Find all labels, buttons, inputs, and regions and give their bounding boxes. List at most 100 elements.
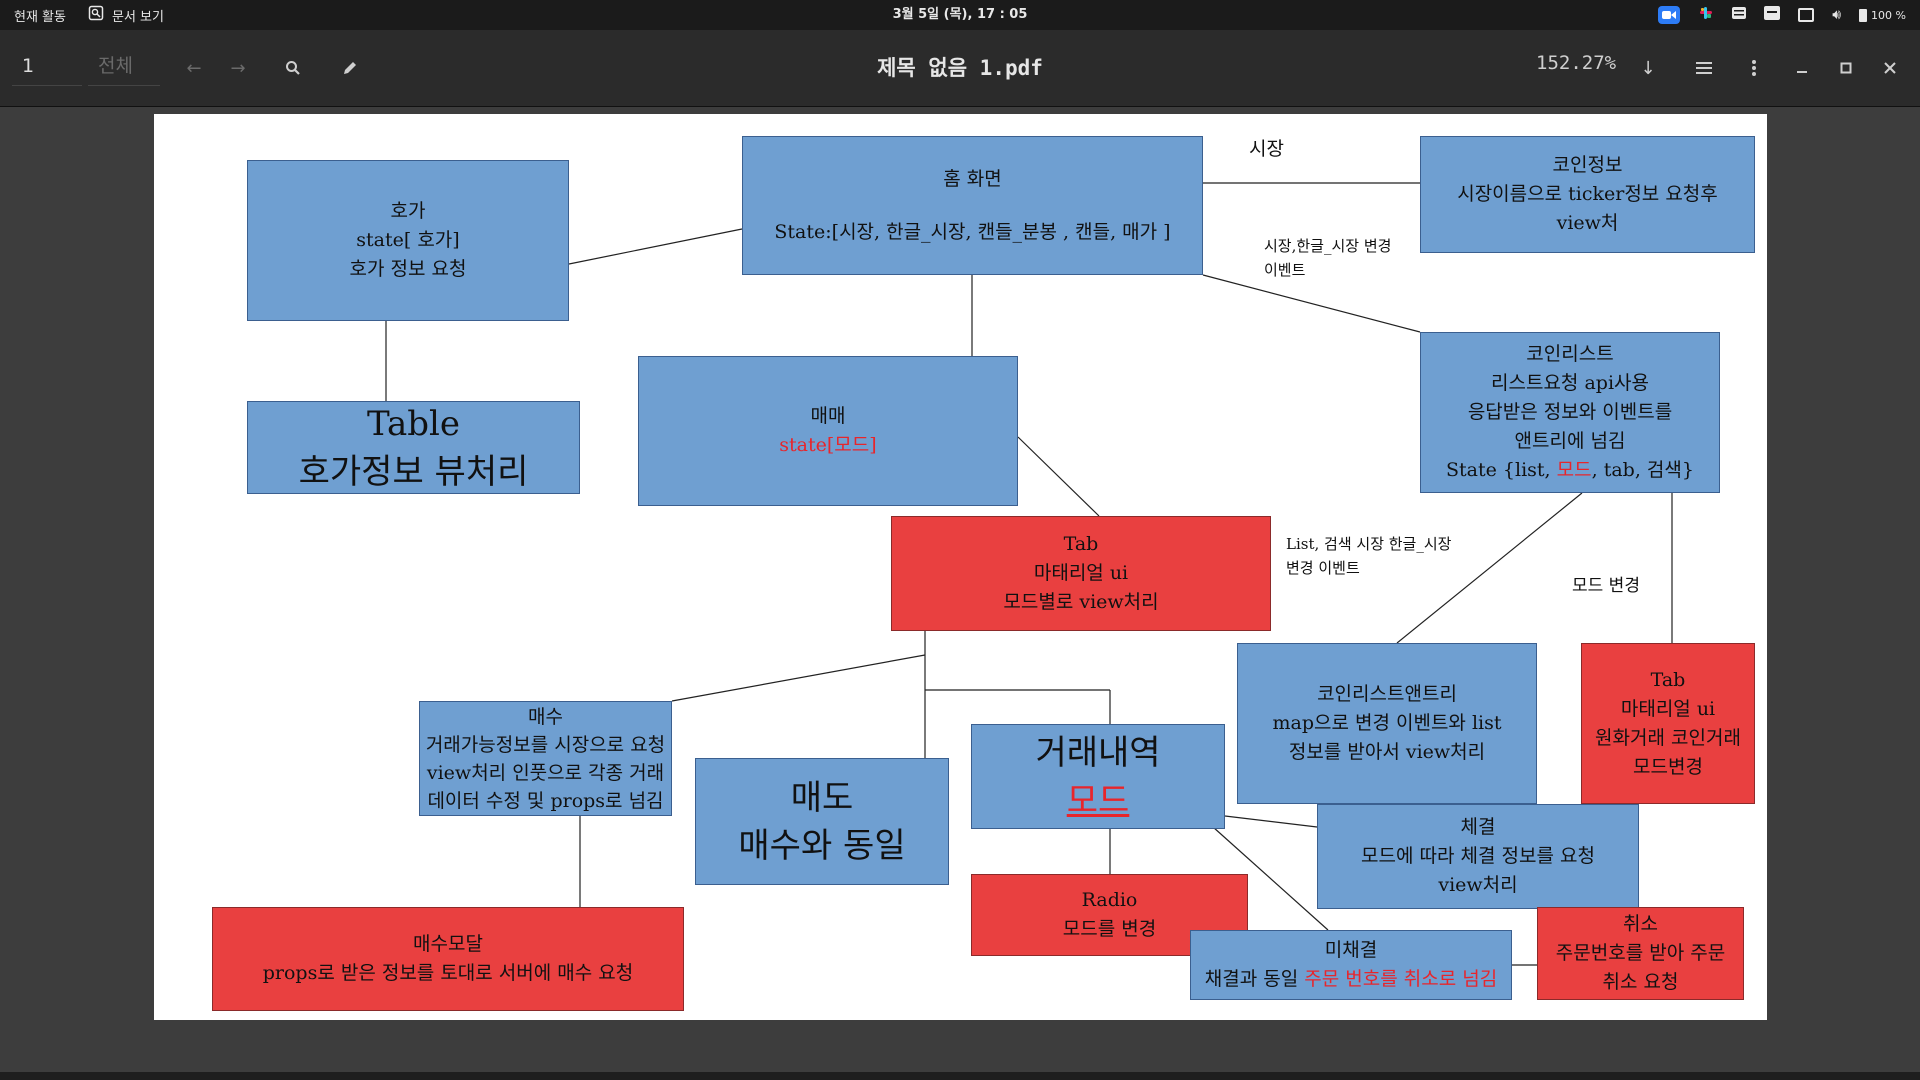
- sell-desc: 매수와 동일: [738, 825, 906, 866]
- coin-list-line3: 응답받은 정보와 이벤트를: [1467, 401, 1673, 423]
- coin-list-state: State {list, 모드, tab, 검색}: [1446, 456, 1694, 485]
- cancel-box: 취소 주문번호를 받아 주문 취소 요청: [1537, 907, 1744, 1000]
- tab-mode-title: Tab: [1650, 668, 1686, 691]
- radio-box: Radio 모드를 변경: [971, 874, 1248, 956]
- page-number-input[interactable]: 1: [12, 46, 82, 86]
- pdf-page: 홈 화면 State:[시장, 한글_시장, 캔들_분봉 , 캔들, 매가 ] …: [154, 114, 1767, 1020]
- unfilled-desc-b: 주문 번호를 취소로 넘김: [1304, 968, 1498, 990]
- radio-desc: 모드를 변경: [1062, 918, 1157, 940]
- orderbook-state: state[ 호가]: [356, 229, 460, 251]
- buy-modal-desc: props로 받은 정보를 토대로 서버에 매수 요청: [262, 962, 634, 984]
- filled-box: 체결 모드에 따라 체결 정보를 요청 view처리: [1317, 804, 1639, 909]
- orderbook-title: 호가: [390, 200, 426, 222]
- trade-box: 매매 state[모드]: [638, 356, 1018, 506]
- cancel-line2: 주문번호를 받아 주문: [1555, 942, 1726, 964]
- buy-line3: view처리 인풋으로 각종 거래: [426, 761, 665, 784]
- battery-icon: [1859, 8, 1868, 22]
- screen-icon[interactable]: [1798, 8, 1815, 22]
- more-options-icon[interactable]: [1738, 52, 1770, 84]
- buy-line2: 거래가능정보를 시장으로 요청: [425, 733, 666, 756]
- sell-title: 매도: [790, 777, 854, 818]
- next-page-icon[interactable]: →: [230, 57, 246, 79]
- list-event-label: List, 검색 시장 한글_시장 변경 이벤트: [1286, 532, 1451, 580]
- coin-list-line2: 리스트요청 api사용: [1491, 372, 1649, 394]
- minimize-icon[interactable]: [1786, 52, 1818, 84]
- coin-info-view: view처: [1556, 212, 1619, 234]
- viewer-toolbar: 1 전체 ← → 제목 없음 1.pdf 152.27% ↓: [0, 30, 1920, 107]
- filled-line3: view처리: [1438, 874, 1518, 896]
- coin-list-entry-box: 코인리스트앤트리 map으로 변경 이벤트와 list 정보를 받아서 view…: [1237, 643, 1537, 804]
- coin-list-entry-line3: 정보를 받아서 view처리: [1288, 741, 1486, 763]
- market-label: 시장: [1249, 138, 1284, 160]
- unfilled-title: 미채결: [1324, 939, 1378, 961]
- zoom-app-icon[interactable]: [1658, 6, 1681, 24]
- battery-percent: 100 %: [1871, 8, 1906, 22]
- radio-title: Radio: [1081, 889, 1138, 911]
- cancel-title: 취소: [1623, 913, 1658, 935]
- buy-modal-box: 매수모달 props로 받은 정보를 토대로 서버에 매수 요청: [212, 907, 684, 1011]
- hamburger-menu-icon[interactable]: [1688, 52, 1720, 84]
- home-state: State:[시장, 한글_시장, 캔들_분봉 , 캔들, 매가 ]: [774, 220, 1171, 243]
- coin-list-entry-line2: map으로 변경 이벤트와 list: [1272, 712, 1502, 734]
- buy-box: 매수 거래가능정보를 시장으로 요청 view처리 인풋으로 각종 거래 데이터…: [419, 701, 672, 816]
- table-box: Table 호가정보 뷰처리: [247, 401, 580, 494]
- tray-app-icon[interactable]: [1732, 7, 1747, 23]
- document-viewer-icon: [88, 5, 104, 25]
- annotate-pencil-icon[interactable]: [334, 52, 366, 84]
- tab-main-box: Tab 마태리얼 ui 모드별로 view처리: [891, 516, 1271, 631]
- coin-list-state-c: , tab, 검색}: [1591, 459, 1694, 481]
- zoom-level[interactable]: 152.27%: [1536, 52, 1617, 74]
- coin-info-desc: 시장이름으로 ticker정보 요청후: [1457, 183, 1718, 205]
- clock[interactable]: 3월 5일 (목), 17 : 05: [892, 7, 1028, 22]
- tab-mode-box: Tab 마태리얼 ui 원화거래 코인거래 모드변경: [1581, 643, 1755, 804]
- app-menu[interactable]: 문서 보기: [88, 5, 164, 25]
- activities-button[interactable]: 현재 활동: [14, 9, 66, 25]
- table-desc: 호가정보 뷰처리: [298, 451, 529, 492]
- orderbook-desc: 호가 정보 요청: [349, 258, 467, 280]
- history-box: 거래내역 모드: [971, 724, 1225, 829]
- buy-modal-title: 매수모달: [413, 933, 483, 955]
- previous-page-icon[interactable]: ←: [186, 57, 202, 79]
- coin-info-title: 코인정보: [1552, 154, 1623, 176]
- buy-title: 매수: [528, 705, 563, 728]
- slack-icon[interactable]: [1698, 5, 1714, 25]
- zoom-dropdown-arrow-icon[interactable]: ↓: [1640, 57, 1656, 79]
- unfilled-desc: 채결과 동일 주문 번호를 취소로 넘김: [1205, 965, 1497, 994]
- market-event-line1: 시장,한글_시장 변경: [1264, 237, 1392, 255]
- mode-change-label: 모드 변경: [1572, 576, 1640, 596]
- tab-main-desc: 모드별로 view처리: [1003, 591, 1159, 613]
- maximize-icon[interactable]: [1830, 52, 1862, 84]
- battery-indicator[interactable]: 100 %: [1859, 8, 1906, 22]
- close-icon[interactable]: [1874, 52, 1906, 84]
- coin-info-box: 코인정보 시장이름으로 ticker정보 요청후 view처: [1420, 136, 1755, 253]
- sell-box: 매도 매수와 동일: [695, 758, 949, 885]
- connector-lines: [385, 182, 1673, 966]
- coin-list-line4: 앤트리에 넘김: [1514, 430, 1626, 452]
- market-event-label: 시장,한글_시장 변경 이벤트: [1264, 234, 1391, 282]
- coin-list-state-mode: 모드: [1556, 459, 1592, 481]
- system-top-bar: 현재 활동 문서 보기 3월 5일 (목), 17 : 05 🔊︎ 100 %: [0, 0, 1920, 30]
- coin-list-box: 코인리스트 리스트요청 api사용 응답받은 정보와 이벤트를 앤트리에 넘김 …: [1420, 332, 1720, 493]
- tab-mode-ui: 마태리얼 ui: [1620, 697, 1716, 720]
- history-mode: 모드: [1066, 780, 1130, 821]
- buy-line4: 데이터 수정 및 props로 넘김: [427, 789, 664, 812]
- tab-main-ui: 마태리얼 ui: [1033, 562, 1129, 584]
- home-title: 홈 화면: [943, 167, 1002, 190]
- orderbook-box: 호가 state[ 호가] 호가 정보 요청: [247, 160, 569, 321]
- unfilled-desc-a: 채결과 동일: [1204, 968, 1305, 990]
- tab-mode-line4: 모드변경: [1633, 755, 1703, 778]
- tab-mode-line3: 원화거래 코인거래: [1595, 726, 1741, 749]
- coin-list-state-a: State {list,: [1446, 459, 1557, 481]
- home-screen-box: 홈 화면 State:[시장, 한글_시장, 캔들_분봉 , 캔들, 매가 ]: [742, 136, 1203, 275]
- table-title: Table: [366, 403, 461, 444]
- app-name: 문서 보기: [111, 9, 164, 25]
- history-title: 거래내역: [1035, 732, 1161, 773]
- filled-title: 체결: [1460, 816, 1496, 838]
- market-event-line2: 이벤트: [1264, 261, 1306, 279]
- search-icon[interactable]: [277, 52, 309, 84]
- bottom-edge: [0, 1072, 1920, 1080]
- list-event-line2: 변경 이벤트: [1286, 559, 1360, 577]
- volume-icon[interactable]: 🔊︎: [1832, 7, 1842, 23]
- list-event-line1: List, 검색 시장 한글_시장: [1286, 535, 1452, 553]
- window-list-icon[interactable]: [1764, 6, 1781, 24]
